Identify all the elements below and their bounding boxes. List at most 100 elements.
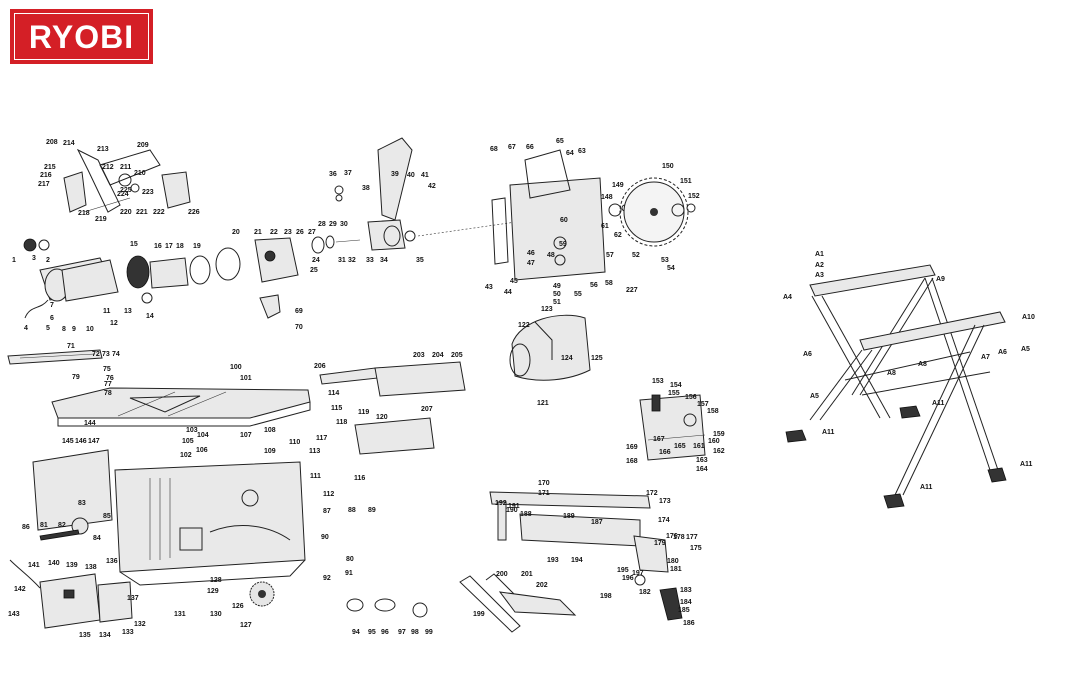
callout-87: 87 (323, 508, 331, 515)
callout-182: 182 (639, 589, 651, 596)
callout-5: 5 (46, 325, 50, 332)
callout-72: 72 (92, 351, 100, 358)
callout-2: 2 (46, 257, 50, 264)
callout-71: 71 (67, 343, 75, 350)
callout-212: 212 (102, 164, 114, 171)
callout-32: 32 (348, 257, 356, 264)
callout-89: 89 (368, 507, 376, 514)
bevel-handwheel (39, 517, 428, 618)
callout-35: 35 (416, 257, 424, 264)
callout-220: 220 (120, 209, 132, 216)
callout-6: 6 (50, 315, 54, 322)
callout-85: 85 (103, 513, 111, 520)
callout-53: 53 (661, 257, 669, 264)
callout-38: 38 (362, 185, 370, 192)
callout-a2: A2 (815, 262, 824, 269)
callout-190: 190 (506, 507, 518, 514)
callout-88: 88 (348, 507, 356, 514)
callout-63: 63 (578, 148, 586, 155)
callout-225: 225 (120, 187, 132, 194)
callout-218: 218 (78, 210, 90, 217)
callout-127: 127 (240, 622, 252, 629)
callout-223: 223 (142, 189, 154, 196)
callout-192: 192 (495, 500, 507, 507)
callout-227: 227 (626, 287, 638, 294)
callout-14: 14 (146, 313, 154, 320)
callout-43: 43 (485, 284, 493, 291)
callout-25: 25 (310, 267, 318, 274)
callout-117: 117 (316, 435, 327, 442)
callout-51: 51 (553, 299, 561, 306)
callout-143: 143 (8, 611, 20, 618)
callout-7: 7 (50, 302, 54, 309)
callout-134: 134 (99, 632, 111, 639)
callout-189: 189 (563, 513, 575, 520)
callout-68: 68 (490, 146, 498, 153)
callout-13: 13 (124, 308, 132, 315)
callout-139: 139 (66, 562, 78, 569)
callout-107: 107 (240, 432, 252, 439)
callout-104: 104 (197, 432, 209, 439)
callout-61: 61 (601, 223, 609, 230)
callout-44: 44 (504, 289, 512, 296)
callout-86: 86 (22, 524, 30, 531)
callout-226: 226 (188, 209, 200, 216)
callout-205: 205 (451, 352, 463, 359)
callout-45: 45 (510, 278, 518, 285)
callout-a11-repeat: A11 (1020, 461, 1033, 468)
callout-219: 219 (95, 216, 107, 223)
callout-98: 98 (411, 629, 419, 636)
callout-145: 145 (62, 438, 74, 445)
callout-54: 54 (667, 265, 675, 272)
callout-67: 67 (508, 144, 516, 151)
callout-103: 103 (186, 427, 198, 434)
callout-20: 20 (232, 229, 240, 236)
callout-213: 213 (97, 146, 109, 153)
callout-59: 59 (559, 241, 567, 248)
callout-102: 102 (180, 452, 192, 459)
callout-94: 94 (352, 629, 360, 636)
callout-158: 158 (707, 408, 719, 415)
callout-204: 204 (432, 352, 444, 359)
callout-27: 27 (308, 229, 316, 236)
callout-150: 150 (662, 163, 674, 170)
callout-a10: A10 (1022, 314, 1035, 321)
callout-164: 164 (696, 466, 708, 473)
callout-a1: A1 (815, 251, 824, 258)
callout-a11: A11 (822, 429, 835, 436)
callout-181: 181 (670, 566, 682, 573)
callout-188: 188 (520, 511, 532, 518)
callout-203: 203 (413, 352, 425, 359)
callout-195: 195 (617, 567, 629, 574)
callout-162: 162 (713, 448, 725, 455)
callout-40: 40 (407, 172, 415, 179)
callout-152: 152 (688, 193, 700, 200)
wrenches (459, 573, 577, 633)
callout-135: 135 (79, 632, 91, 639)
callout-95: 95 (368, 629, 376, 636)
callout-105: 105 (182, 438, 194, 445)
callout-100: 100 (230, 364, 242, 371)
callout-90: 90 (321, 534, 329, 541)
callout-41: 41 (421, 172, 429, 179)
callout-47: 47 (527, 260, 535, 267)
callout-123: 123 (541, 306, 553, 313)
callout-110: 110 (289, 439, 300, 446)
callout-209: 209 (137, 142, 149, 149)
saw-base (32, 449, 306, 586)
callout-a5-repeat: A5 (810, 393, 819, 400)
callout-172: 172 (646, 490, 658, 497)
callout-156: 156 (685, 394, 697, 401)
callout-210: 210 (134, 170, 146, 177)
height-mechanism (639, 394, 706, 461)
callout-37: 37 (344, 170, 352, 177)
callout-149: 149 (612, 182, 624, 189)
callout-128: 128 (210, 577, 222, 584)
callout-42: 42 (428, 183, 436, 190)
callout-26: 26 (296, 229, 304, 236)
callout-28: 28 (318, 221, 326, 228)
callout-148: 148 (601, 194, 613, 201)
callout-206: 206 (314, 363, 326, 370)
callout-153: 153 (652, 378, 664, 385)
